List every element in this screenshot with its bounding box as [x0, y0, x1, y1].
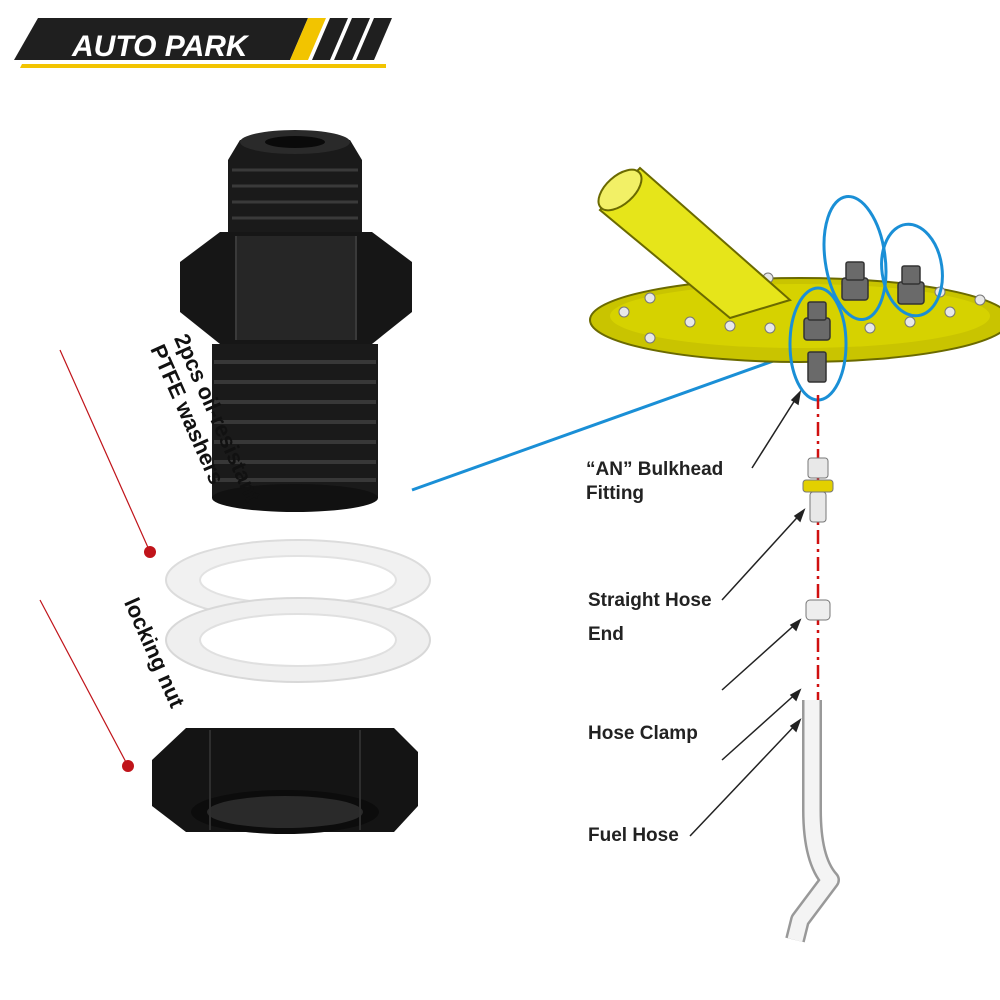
an-fitting-icon: [180, 130, 412, 512]
brand-logo: AUTO PARK: [8, 12, 398, 68]
highlight-circles: [788, 194, 944, 402]
bulkhead-label: “AN” Bulkhead Fitting: [586, 458, 723, 506]
hose-clamp-icon: [805, 599, 831, 621]
locking-nut-icon: [152, 728, 418, 834]
brand-banner-shape: [14, 18, 392, 68]
hose-end-label: Straight Hose End: [588, 584, 712, 652]
hose-clamp-label: Hose Clamp: [588, 723, 698, 744]
fuel-hose-label: Fuel Hose: [588, 825, 679, 846]
washer-callout-line: [59, 349, 151, 553]
brand-name: AUTO PARK: [72, 30, 248, 63]
fuel-tank-plate-icon: [589, 166, 1000, 383]
hose-end-label-line2: End: [588, 624, 624, 645]
hose-end-icon: [802, 457, 834, 523]
ptfe-washer-icon: [165, 539, 431, 683]
bulkhead-label-line2: Fitting: [586, 483, 645, 504]
connector-line: [411, 348, 805, 492]
hose-end-label-line1: Straight Hose: [588, 590, 712, 611]
nut-callout-line: [39, 599, 129, 767]
bulkhead-label-line1: “AN” Bulkhead: [586, 459, 724, 480]
